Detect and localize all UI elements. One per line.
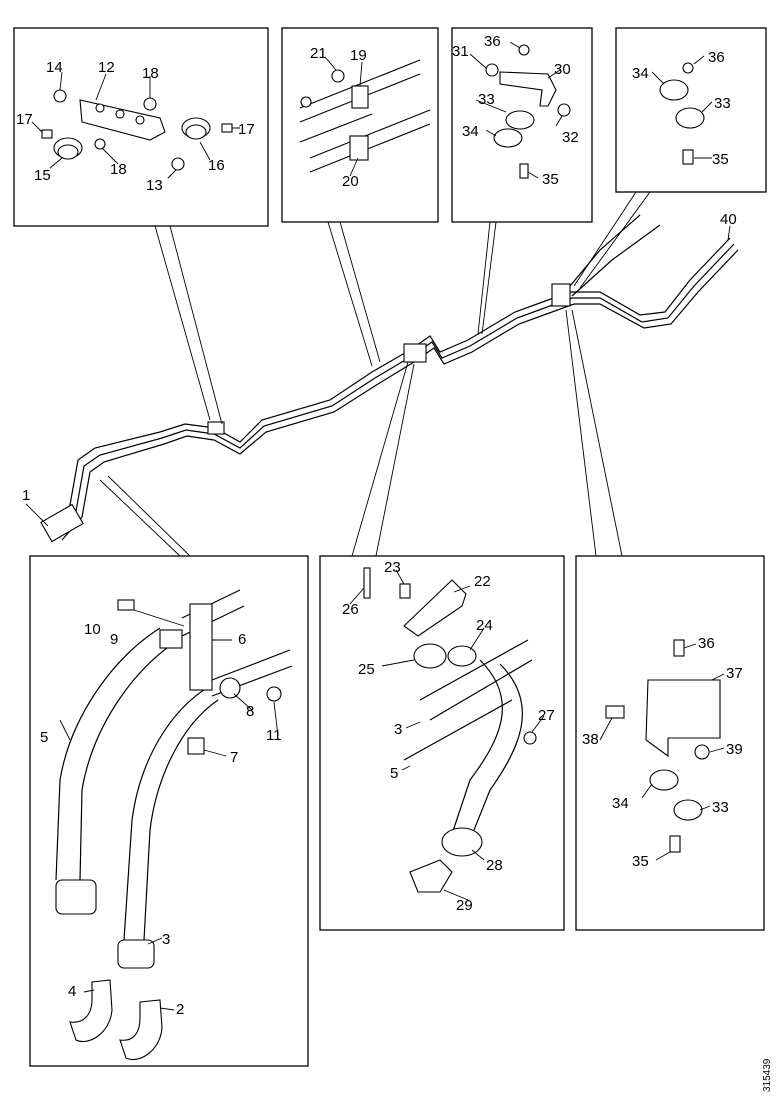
callout-7: 7 [230,749,238,766]
callout-34-a: 34 [462,123,479,140]
callout-10: 10 [84,621,101,638]
callout-29: 29 [456,897,473,914]
callout-25: 25 [358,661,375,678]
callout-18: 18 [142,65,159,82]
callout-39: 39 [726,741,743,758]
detail-frame-3 [451,27,593,223]
callout-15: 15 [34,167,51,184]
callout-40: 40 [720,211,737,228]
callout-17-b: 17 [238,121,255,138]
callout-35-c: 35 [632,853,649,870]
document-number: 315439 [762,1058,773,1092]
callout-33-a: 33 [478,91,495,108]
callout-34-c: 34 [612,795,629,812]
callout-8: 8 [246,703,254,720]
callout-24: 24 [476,617,493,634]
callout-1: 1 [22,487,30,504]
callout-18-b: 18 [110,161,127,178]
callout-2: 2 [176,1001,184,1018]
callout-20: 20 [342,173,359,190]
callout-14: 14 [46,59,63,76]
callout-37: 37 [726,665,743,682]
callout-9: 9 [110,631,118,648]
detail-frame-2 [281,27,439,223]
callout-30: 30 [554,61,571,78]
callout-3-b: 3 [394,721,402,738]
callout-16: 16 [208,157,225,174]
callout-27: 27 [538,707,555,724]
callout-12: 12 [98,59,115,76]
callout-13: 13 [146,177,163,194]
callout-5-b: 5 [390,765,398,782]
callout-36-c: 36 [698,635,715,652]
callout-22: 22 [474,573,491,590]
callout-36-a: 36 [484,33,501,50]
detail-frame-5 [29,555,309,1067]
callout-34-b: 34 [632,65,649,82]
callout-38: 38 [582,731,599,748]
callout-26: 26 [342,601,359,618]
callout-36-b: 36 [708,49,725,66]
detail-frame-4 [615,27,767,193]
callout-3-a: 3 [162,931,170,948]
detail-frame-7 [575,555,765,931]
callout-35-a: 35 [542,171,559,188]
callout-5-a: 5 [40,729,48,746]
callout-17-a: 17 [16,111,33,128]
callout-31: 31 [452,43,469,60]
callout-23: 23 [384,559,401,576]
callout-35-b: 35 [712,151,729,168]
callout-4: 4 [68,983,76,1000]
detail-frame-1 [13,27,269,227]
callout-11: 11 [266,727,282,744]
callout-21: 21 [310,45,327,62]
main-pipe-assembly [40,214,739,543]
detail-frame-6 [319,555,565,931]
callout-labels: 1 14 12 18 17 17 15 18 13 16 21 19 20 36… [16,33,743,1018]
callout-33-c: 33 [712,799,729,816]
callout-32: 32 [562,129,579,146]
callout-28: 28 [486,857,503,874]
callout-33-b: 33 [714,95,731,112]
callout-6: 6 [238,631,246,648]
callout-leaders [25,191,731,557]
callout-19: 19 [350,47,367,64]
